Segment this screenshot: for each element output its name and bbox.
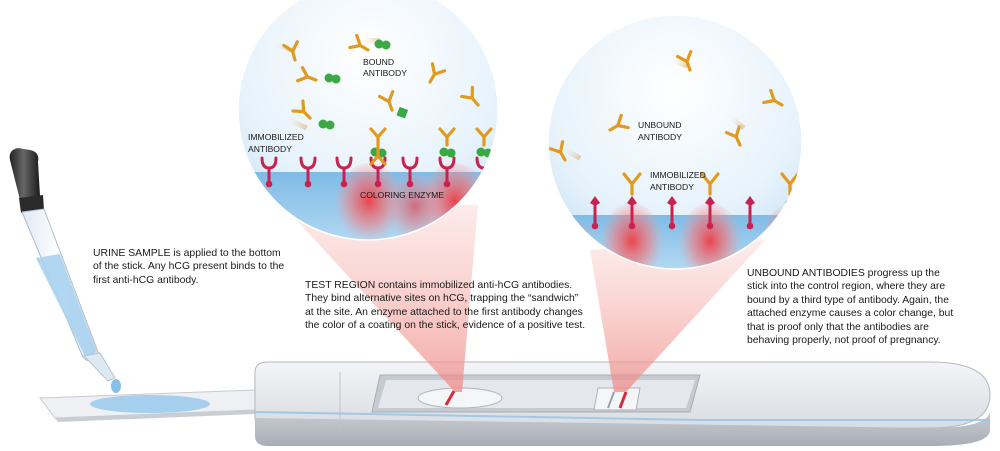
test-stick [39,361,991,446]
control-region-zoom: UNBOUND ANTIBODY IMMOBILIZED ANTIBODY [547,14,803,270]
label-immobilized-antibody-control: IMMOBILIZED ANTIBODY [650,170,708,192]
control-line [618,391,628,409]
caption-test-region: TEST REGION contains immobilized anti-hC… [305,280,586,332]
label-immobilized-antibody-test: IMMOBILIZED ANTIBODY [248,132,306,154]
test-line [444,390,456,406]
test-zoom-cone [278,200,478,392]
coloring-glow [334,163,404,240]
control-zoom-cone [590,240,765,392]
pipette [9,148,121,393]
label-coloring-enzyme: COLORING ENZYME [360,190,444,200]
pipette-bulb-icon [9,148,40,200]
label-bound-antibody: BOUND ANTIBODY [363,57,407,78]
urine-drop [111,379,121,393]
label-unbound-antibody: UNBOUND ANTIBODY [638,120,684,142]
urine-puddle [90,395,210,413]
